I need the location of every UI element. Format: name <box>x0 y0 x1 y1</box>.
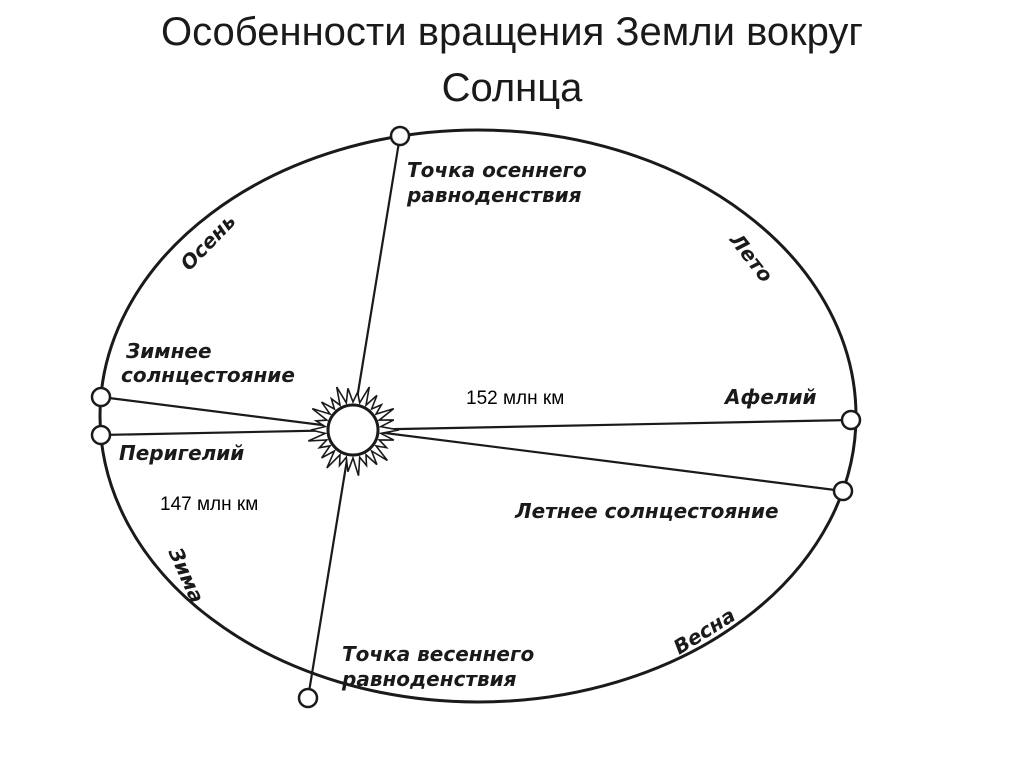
sun-icon <box>307 386 400 476</box>
perihelion-label: Перигелий <box>119 441 244 465</box>
spring-equinox-label-line-1: Точка весеннего <box>342 642 534 666</box>
aphelion-label: Афелий <box>723 385 817 409</box>
season-autumn-label: Осень <box>175 209 240 275</box>
earth-position-icon <box>297 687 319 709</box>
orbit-ellipse <box>98 128 858 704</box>
season-winter-label: Зима <box>163 543 209 607</box>
title-line-2: Солнца <box>441 66 583 110</box>
winter-solstice-label-line-1: Зимнее <box>125 339 212 363</box>
spring-equinox-label-line-2: равноденствия <box>341 667 517 691</box>
perihelion-distance: 147 млн км <box>160 494 258 515</box>
slide-title: Особенности вращения Земли вокруг Солнца <box>0 4 1024 116</box>
season-summer-label: Лето <box>724 228 778 288</box>
summer-solstice-label: Летнее солнцестояние <box>514 499 779 523</box>
aphelion-distance: 152 млн км <box>466 388 564 409</box>
autumn-equinox-label-line-1: Точка осеннего <box>407 158 587 182</box>
earth-position-icon <box>90 386 112 408</box>
winter-solstice-label-line-2: солнцестояние <box>121 363 295 387</box>
earth-position-icon <box>840 409 862 431</box>
earth-position-icon <box>389 125 411 147</box>
autumn-equinox-label-line-2: равноденствия <box>406 183 582 207</box>
earth-position-icon <box>90 424 112 446</box>
solstice-axis-line <box>100 395 844 493</box>
earth-position-icon <box>832 480 854 502</box>
apsides-axis-line <box>100 418 852 437</box>
title-line-1: Особенности вращения Земли вокруг <box>160 10 863 54</box>
